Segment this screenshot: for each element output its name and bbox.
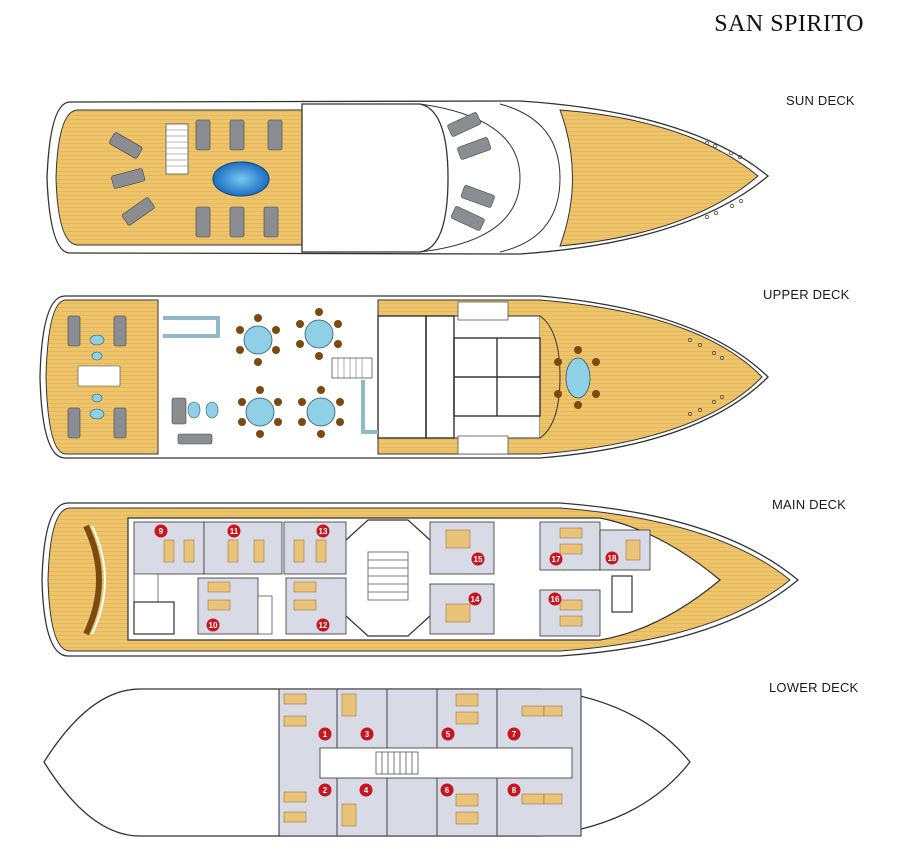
cabin-11-number: 11 <box>230 527 239 536</box>
stairs-icon <box>165 123 189 175</box>
cabin-1-number: 1 <box>323 730 328 739</box>
cabin-16-number: 16 <box>551 595 560 604</box>
bed-icon <box>283 693 563 827</box>
bed-icon <box>163 527 641 627</box>
upper-deck-label: UPPER DECK <box>763 287 850 302</box>
cabin-13-number: 13 <box>319 527 328 536</box>
main-deck-plan: 9 10 11 12 13 14 15 16 17 18 <box>41 502 800 657</box>
stairs-icon <box>331 301 509 455</box>
lower-deck-label: LOWER DECK <box>769 680 859 695</box>
cabin-12-number: 12 <box>319 621 328 630</box>
sun-deck-opening <box>301 103 449 253</box>
cabin-18-number: 18 <box>608 554 617 563</box>
cabin-5-number: 5 <box>446 730 451 739</box>
upper-deck-plan <box>39 295 769 459</box>
sun-deck-plan <box>46 100 770 255</box>
cabin-15-number: 15 <box>474 555 483 564</box>
sun-deck-wood-fore <box>559 109 759 247</box>
sun-lounger-icon <box>109 112 495 238</box>
cabin-17-number: 17 <box>552 555 561 564</box>
dining-table-icon <box>236 308 600 438</box>
cabin-3-number: 3 <box>365 730 370 739</box>
cabin-8-number: 8 <box>512 786 517 795</box>
pool-icon <box>212 161 270 197</box>
cabin-14-number: 14 <box>471 595 480 604</box>
stairs-icon <box>133 551 409 635</box>
main-deck-label: MAIN DECK <box>772 497 847 512</box>
cabin-7-number: 7 <box>512 730 517 739</box>
cabin-number-badge <box>154 524 619 632</box>
cabin-10-number: 10 <box>209 621 218 630</box>
cabin-number-badge <box>318 727 521 797</box>
stairs-icon <box>375 751 419 775</box>
cabin-4-number: 4 <box>364 786 369 795</box>
ship-name-title: SAN SPIRITO <box>714 11 864 37</box>
cabin-2-number: 2 <box>323 786 328 795</box>
sofa-icon <box>67 315 213 445</box>
lower-deck-plan: 1 2 3 4 5 6 7 8 <box>43 688 691 837</box>
sun-deck-label: SUN DECK <box>786 93 855 108</box>
cabin-6-number: 6 <box>445 786 450 795</box>
cabin-9-number: 9 <box>159 527 164 536</box>
